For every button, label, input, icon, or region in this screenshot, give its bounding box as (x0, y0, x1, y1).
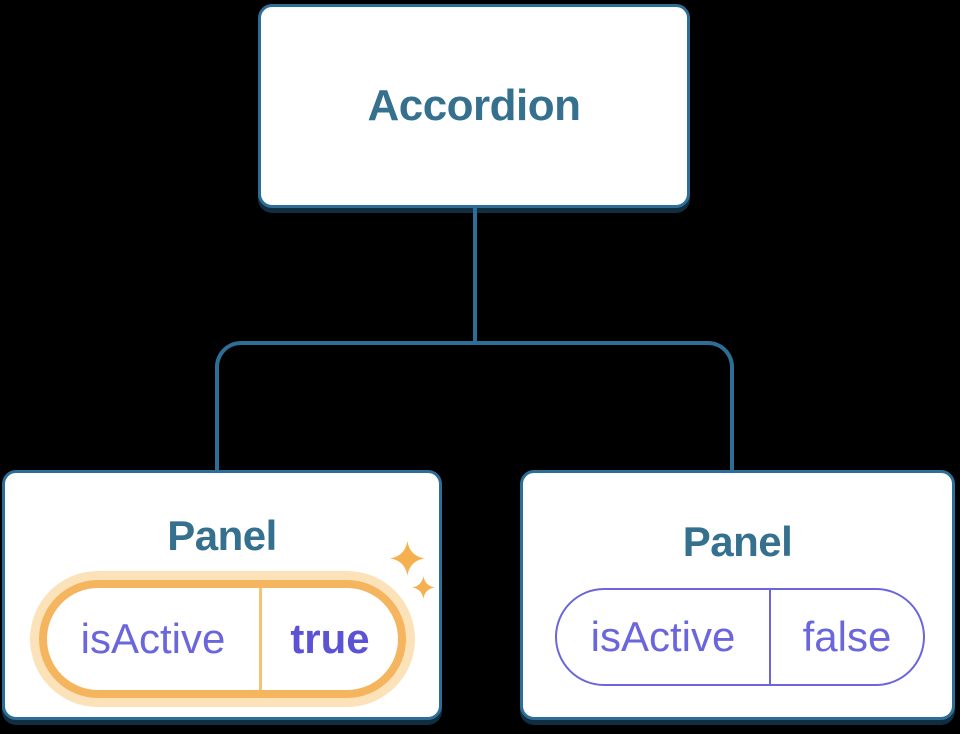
prop-value-cell: false (769, 590, 923, 684)
sparkles-icon (390, 541, 435, 599)
connector-stem-line (473, 208, 477, 343)
connector-branch-line (215, 341, 734, 472)
panel-title: Panel (167, 512, 277, 559)
accordion-node-label: Accordion (367, 81, 581, 130)
prop-name-cell: isActive (80, 615, 226, 662)
prop-name-cell: isActive (590, 613, 736, 660)
prop-pill-active: isActive true (39, 580, 406, 698)
accordion-node: Accordion (258, 4, 690, 208)
prop-pill-inactive: isActive false (555, 588, 925, 686)
panel-node-active: Panel isActive true (2, 470, 442, 720)
panel-node-inactive: Panel isActive false (520, 470, 955, 720)
panel-title: Panel (682, 518, 793, 565)
prop-value-cell: true (259, 588, 398, 690)
